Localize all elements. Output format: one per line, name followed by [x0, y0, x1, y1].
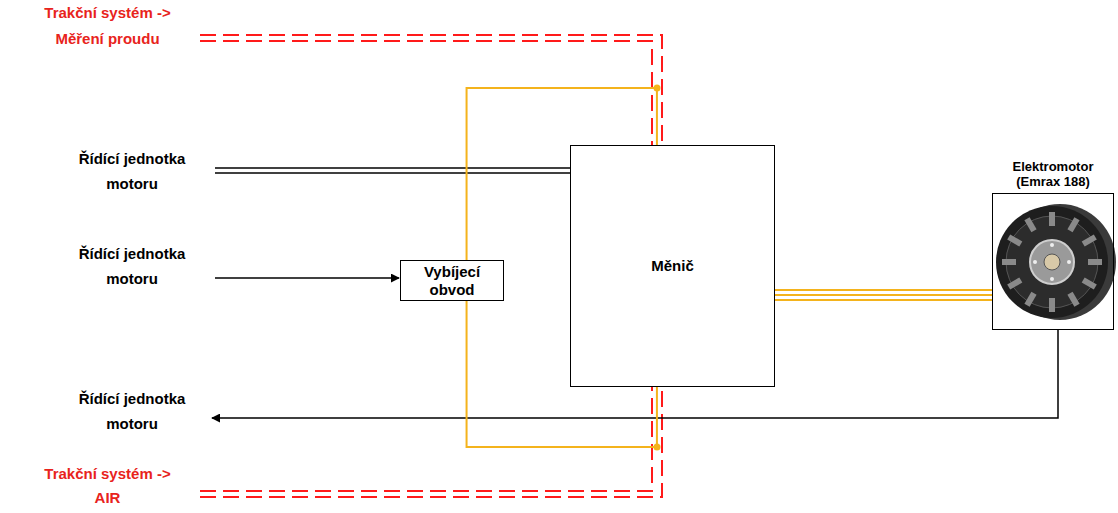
- motor-slot: [1049, 298, 1055, 312]
- motor-slot: [1007, 234, 1022, 246]
- motor-slot: [1082, 277, 1097, 289]
- motor-slot: [1067, 217, 1079, 232]
- motor-ring: [1006, 216, 1098, 308]
- control-bus: [215, 172, 570, 174]
- motor-illustration: [996, 204, 1116, 320]
- motor-bolt: [1050, 277, 1054, 281]
- motor-slot: [1002, 259, 1016, 265]
- traction-wire: [200, 387, 652, 491]
- box-text: Měnič: [651, 257, 694, 274]
- motor-slot: [1024, 217, 1036, 232]
- unit-label: Řídící jednotka motoru: [57, 146, 207, 196]
- traction-wire: [200, 387, 662, 497]
- control-bus: [215, 167, 570, 169]
- signal-wire: [215, 277, 399, 279]
- traction-wire: [200, 35, 662, 145]
- motor-slot: [1082, 234, 1097, 246]
- process-box: Vybíjecí obvod: [400, 260, 504, 301]
- motor-shaft: [1044, 254, 1060, 270]
- motor-slot: [1088, 259, 1102, 265]
- motor-slot: [1049, 212, 1055, 226]
- motor-hub: [1030, 240, 1074, 284]
- power-connector: [775, 290, 992, 300]
- motor-bolt: [1050, 243, 1054, 247]
- converter-box: Měnič: [570, 145, 775, 387]
- motor-bolt: [1067, 260, 1071, 264]
- motor-heading: Elektromotor (Emrax 188): [997, 159, 1109, 190]
- traction-wire: [200, 41, 652, 145]
- motor-face: [996, 206, 1108, 318]
- unit-label: Řídící jednotka motoru: [57, 241, 207, 291]
- box-text: Vybíjecí obvod: [401, 263, 503, 298]
- motor-bolt: [1033, 260, 1037, 264]
- system-label: Trakční systém -> AIR: [30, 462, 185, 510]
- system-label: Trakční systém -> Měření proudu: [30, 0, 185, 52]
- unit-label: Řídící jednotka motoru: [57, 386, 207, 436]
- motor-box: Elektromotor (Emrax 188): [992, 193, 1114, 330]
- motor-slot: [1024, 292, 1036, 307]
- motor-slot: [1067, 292, 1079, 307]
- motor-slot: [1007, 277, 1022, 289]
